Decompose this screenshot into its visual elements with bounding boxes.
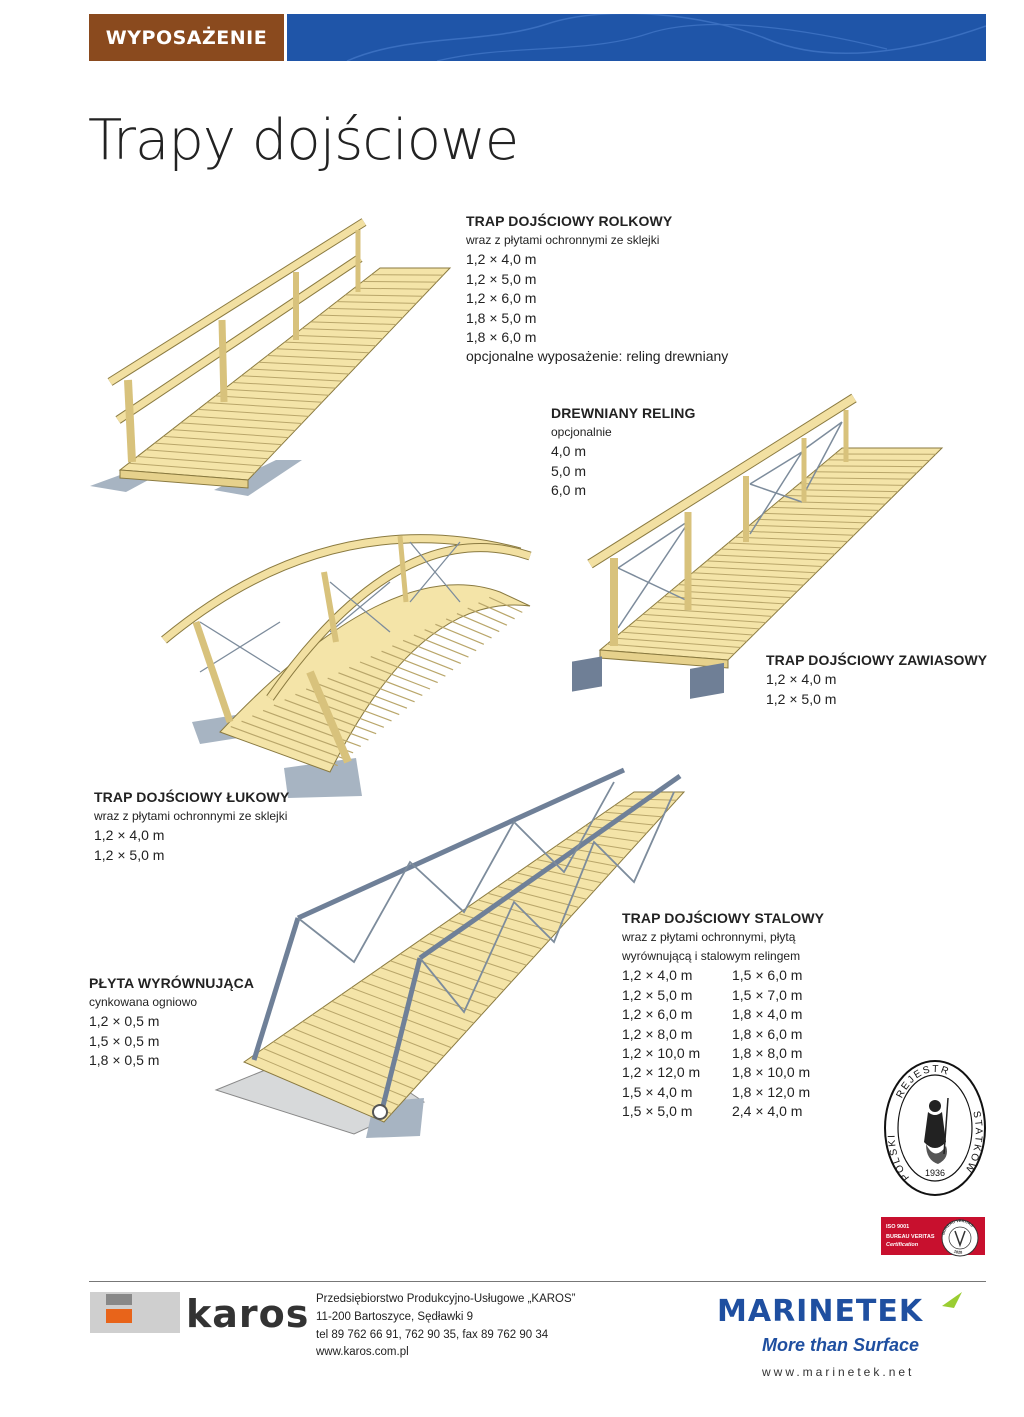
size-item: 1,2 × 5,0 m [94,846,165,863]
size-item: 1,8 × 12,0 m [732,1083,811,1100]
spec-title: TRAP DOJŚCIOWY ŁUKOWY [94,789,290,805]
company-name: Przedsiębiorstwo Produkcyjno-Usługowe „K… [316,1293,576,1305]
company-website[interactable]: www.karos.com.pl [316,1346,409,1359]
spec-title: TRAP DOJŚCIOWY ZAWIASOWY [766,652,988,668]
size-item: 1,8 × 6,0 m [466,329,537,346]
header-band-pattern [346,14,986,61]
size-item: 1,2 × 0,5 m [89,1013,160,1030]
spec-rolkowy: TRAP DOJŚCIOWY ROLKOWY wraz z płytami oc… [466,212,728,367]
size-item: 1,8 × 4,0 m [732,1006,803,1023]
size-item: 1,2 × 12,0 m [622,1064,701,1081]
illustration-zawiasowy [572,393,944,699]
size-item: 1,2 × 8,0 m [622,1025,693,1042]
illustration-lukowy [161,534,532,798]
size-item: 1,5 × 7,0 m [732,986,803,1003]
cert-body: BUREAU VERITAS [886,1234,935,1240]
size-item: 1,5 × 6,0 m [732,967,803,984]
marinetek-website[interactable]: www.marinetek.net [762,1365,915,1379]
header-band [287,14,986,61]
size-item: 6,0 m [551,482,587,499]
size-item: 1,2 × 5,0 m [622,986,693,1003]
spec-subtitle: wraz z płytami ochronnymi ze sklejki [466,233,660,248]
spec-title: PŁYTA WYRÓWNUJĄCA [89,975,255,991]
cert-iso: ISO 9001 [886,1224,910,1230]
size-item: 1,2 × 4,0 m [466,251,537,268]
bureau-veritas-seal: BUREAU VERITAS 1828 [940,1218,979,1257]
seal-year: 1828 [953,1249,963,1255]
marinetek-tagline: More than Surface [762,1335,920,1355]
size-item: 4,0 m [551,443,587,460]
company-address: 11-200 Bartoszyce, Sędławki 9 [316,1310,474,1323]
certification-badge: ISO 9001 BUREAU VERITAS Certification BU… [881,1217,985,1257]
size-item: 1,2 × 5,0 m [466,270,537,287]
company-info: Przedsiębiorstwo Produkcyjno-Usługowe „K… [316,1291,576,1362]
prs-stamp: REJESTR POLSKI STATKÓW 1936 [884,1060,986,1196]
size-item: 2,4 × 4,0 m [732,1103,803,1120]
size-item: 1,8 × 6,0 m [732,1025,803,1042]
spec-subtitle: wyrównującą i stalowym relingem [622,949,801,964]
spec-zawiasowy: TRAP DOJŚCIOWY ZAWIASOWY 1,2 × 4,0 m 1,2… [766,651,987,709]
spec-title: DREWNIANY RELING [551,405,696,421]
spec-subtitle: wraz z płytami ochronnymi, płytą [622,930,796,945]
size-column-left: 1,2 × 4,0 m 1,2 × 5,0 m 1,2 × 6,0 m 1,2 … [622,966,732,1121]
size-item: 1,2 × 10,0 m [622,1045,701,1062]
karos-logo-text: karos [186,1292,310,1336]
footer-divider [89,1281,986,1282]
illustration-rolkowy [90,218,452,496]
spec-subtitle: opcjonalnie [551,425,612,440]
spec-subtitle: cynkowana ogniowo [89,995,198,1010]
marinetek-logo: MARINETEK [717,1294,924,1329]
marinetek-arrow-icon [942,1292,962,1308]
spec-reling: DREWNIANY RELING opcjonalnie 4,0 m 5,0 m… [551,404,695,501]
section-tag: WYPOSAŻENIE [89,14,284,61]
karos-logo-mark [90,1292,180,1333]
size-item: 1,8 × 5,0 m [466,309,537,326]
size-item: 1,8 × 0,5 m [89,1052,160,1069]
spec-plyta: PŁYTA WYRÓWNUJĄCA cynkowana ogniowo 1,2 … [89,974,254,1071]
spec-stalowy: TRAP DOJŚCIOWY STALOWY wraz z płytami oc… [622,909,842,1122]
illustration-stalowy [214,767,686,1138]
size-item: 1,2 × 4,0 m [622,967,693,984]
neptune-figure-icon [924,1097,949,1164]
size-columns: 1,2 × 4,0 m 1,2 × 5,0 m 1,2 × 6,0 m 1,2 … [622,966,842,1121]
size-item: 1,2 × 4,0 m [94,827,165,844]
spec-title: TRAP DOJŚCIOWY STALOWY [622,910,825,926]
spec-title: TRAP DOJŚCIOWY ROLKOWY [466,213,673,229]
size-item: 1,2 × 6,0 m [466,290,537,307]
size-item: 5,0 m [551,462,587,479]
cert-label: Certification [886,1242,919,1248]
stamp-year: 1936 [925,1168,945,1178]
size-item: 1,2 × 4,0 m [766,671,837,688]
size-item: 1,8 × 8,0 m [732,1045,803,1062]
size-item: 1,5 × 5,0 m [622,1103,693,1120]
spec-lukowy: TRAP DOJŚCIOWY ŁUKOWY wraz z płytami och… [94,788,289,865]
size-item: 1,8 × 10,0 m [732,1064,811,1081]
size-column-right: 1,5 × 6,0 m 1,5 × 7,0 m 1,8 × 4,0 m 1,8 … [732,966,842,1121]
company-phone: tel 89 762 66 91, 762 90 35, fax 89 762 … [316,1328,549,1341]
size-item: 1,2 × 6,0 m [622,1006,693,1023]
size-item: 1,2 × 5,0 m [766,690,837,707]
spec-subtitle: wraz z płytami ochronnymi ze sklejki [94,809,288,824]
page-title: Trapy dojściowe [88,108,519,173]
size-item: 1,5 × 4,0 m [622,1083,693,1100]
svg-text:1828: 1828 [953,1249,963,1255]
size-item: 1,5 × 0,5 m [89,1032,160,1049]
spec-note: opcjonalne wyposażenie: reling drewniany [466,348,729,365]
